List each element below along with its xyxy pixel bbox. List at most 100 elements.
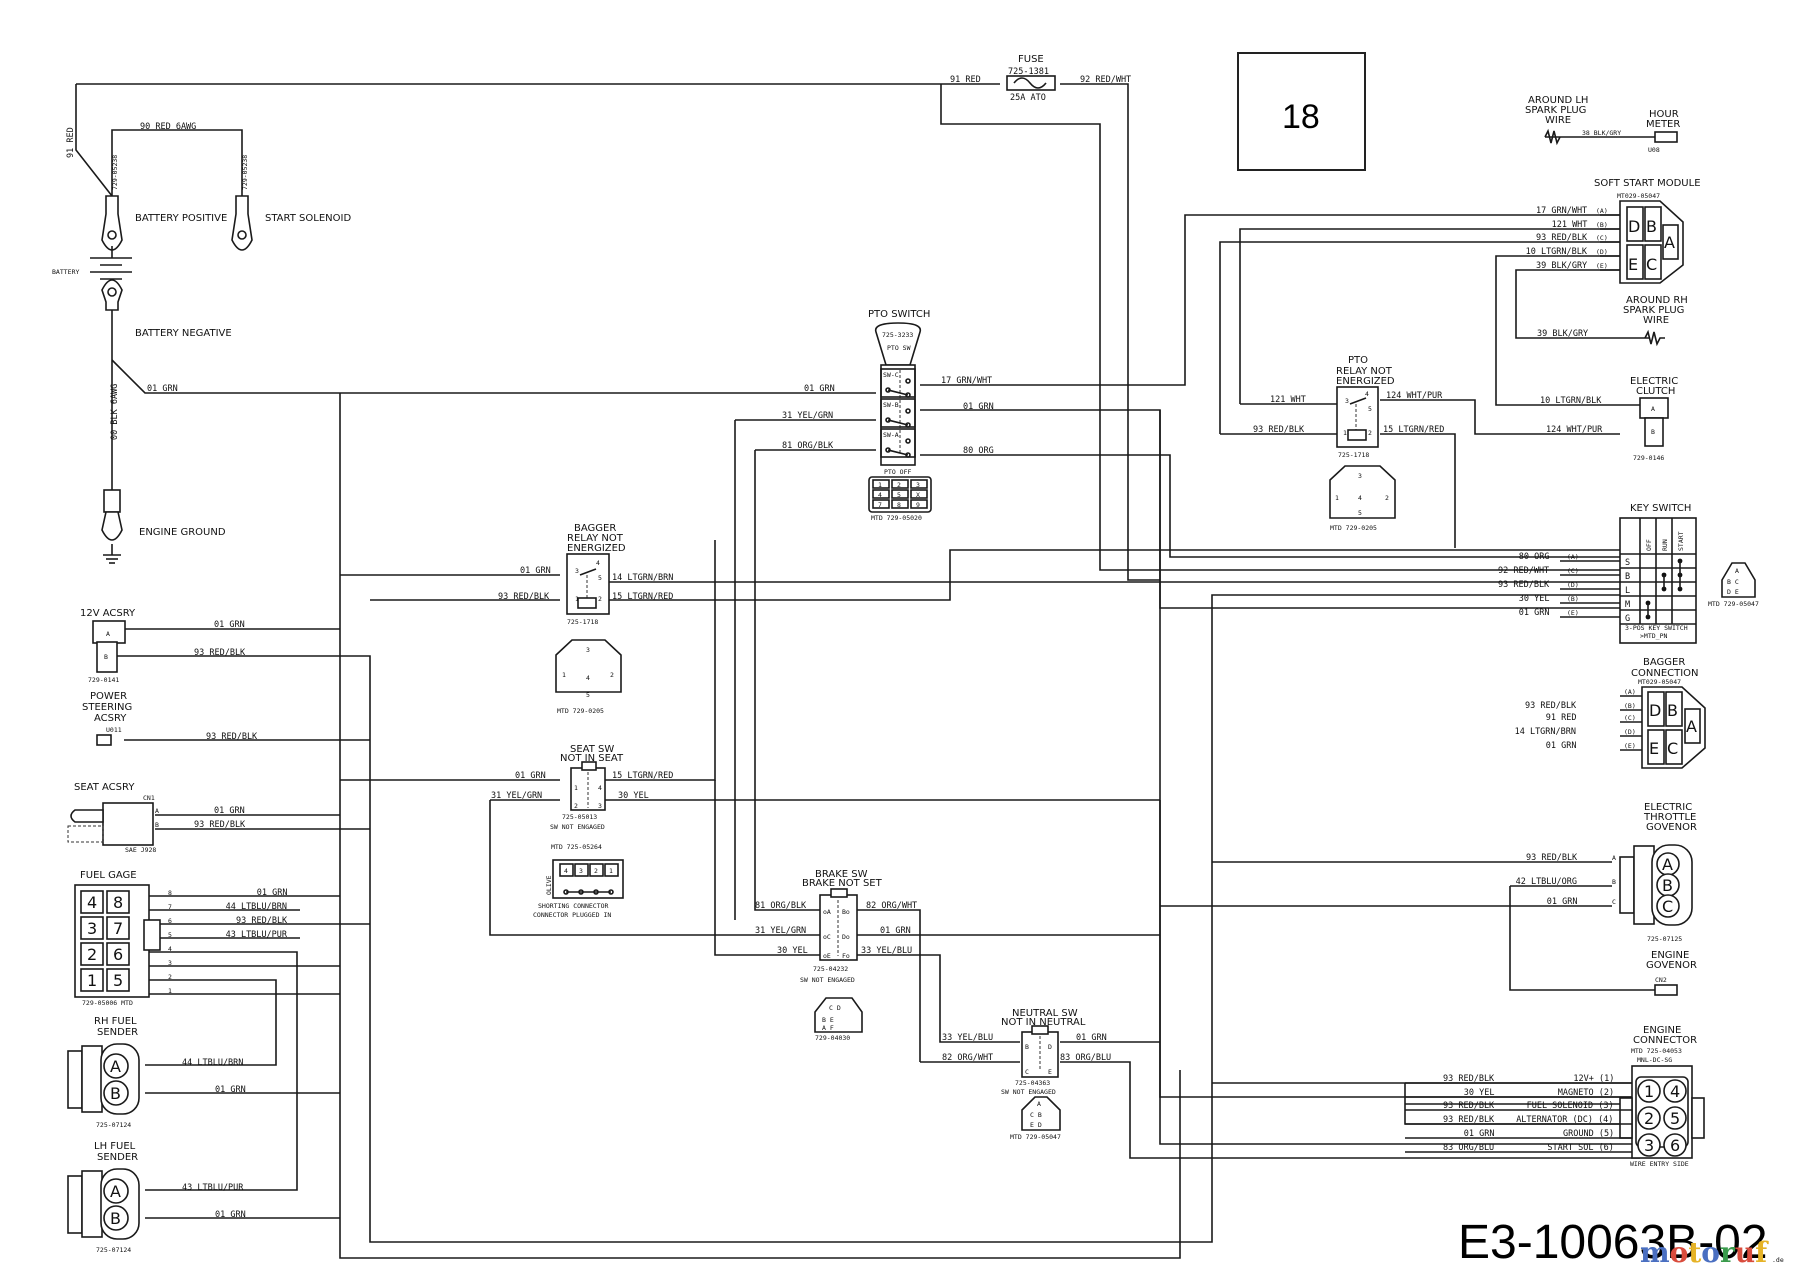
fuel-gage-pin-number: 1 <box>168 987 172 995</box>
svg-text:3: 3 <box>598 802 602 810</box>
wire-label: 90 RED 6AWG <box>140 122 196 132</box>
svg-text:A: A <box>1735 567 1739 575</box>
svg-text:2: 2 <box>574 802 578 810</box>
svg-text:A: A <box>1662 855 1673 874</box>
wire-label: 14 LTGRN/BRN <box>612 573 673 583</box>
drawing-id: E3-10063B-02 <box>1458 1216 1768 1269</box>
wire-label: 44 LTBLU/BRN <box>182 1058 243 1068</box>
seat-acsry-group: SEAT ACSRY CN1 SAE J928 A B 01 GRN 93 RE… <box>67 782 246 854</box>
wire-121-wht <box>1239 228 1620 404</box>
wire-label: 93 RED/BLK <box>1536 233 1588 243</box>
engine-pin-label: 1 <box>1644 1082 1654 1101</box>
wire-label: 43 LTBLU/PUR <box>182 1183 244 1193</box>
wire-label: 01 GRN <box>215 1210 246 1220</box>
shorting-label: SHORTING CONNECTOR <box>538 902 609 910</box>
engine-pin-function: START SOL (6) <box>1547 1143 1614 1153</box>
svg-text:A F: A F <box>822 1024 834 1032</box>
fuel-gage-pin-label: 7 <box>113 919 123 938</box>
svg-text:4: 4 <box>596 559 600 567</box>
wire-label: 15 LTGRN/RED <box>1383 425 1444 435</box>
svg-text:2: 2 <box>1368 429 1372 437</box>
clutch-label: CLUTCH <box>1636 386 1675 397</box>
shorting-label: CONNECTOR PLUGGED IN <box>533 911 611 919</box>
wire-01-grn-battery-neg <box>111 359 340 394</box>
fuse-part: 725-1381 <box>1008 67 1049 77</box>
wire-15-ltgrn-red <box>600 549 1640 601</box>
wire-label: 92 RED/WHT <box>1080 75 1131 85</box>
svg-text:B: B <box>1646 217 1657 236</box>
shorting-pin-label: 3 <box>579 867 583 875</box>
bagger-label: CONNECTION <box>1631 668 1699 679</box>
seat-connector-icon <box>102 802 154 846</box>
fuse-group: FUSE 725-1381 25A ATO 91 RED 92 RED/WHT <box>950 54 1131 103</box>
engine-ground-terminal-icon <box>101 511 123 541</box>
part-number: 725-1718 <box>1338 451 1369 459</box>
sender-label: RH FUEL <box>94 1016 137 1027</box>
key-column-off: OFF <box>1645 539 1653 551</box>
wire-label: 30 YEL <box>777 946 808 956</box>
wire-label: 93 RED/BLK <box>236 916 288 926</box>
engine-conn-footer: WIRE ENTRY SIDE <box>1630 1160 1689 1168</box>
wire-label: 00 BLK 6AWG <box>110 384 120 440</box>
engine-pin-function: 12V+ (1) <box>1573 1074 1614 1084</box>
pto-conn-pin-label: 7 <box>878 501 882 509</box>
resistor-icon <box>1544 128 1561 146</box>
svg-text:3: 3 <box>1345 397 1349 405</box>
wire-90-red-6awg <box>111 129 243 196</box>
wire-label: 31 YEL/GRN <box>782 411 833 421</box>
wire-label: 30 YEL <box>618 791 649 801</box>
brake-connector-icon <box>814 997 863 1033</box>
pin-label: A <box>155 807 159 815</box>
wire-label: 93 RED/BLK <box>1525 701 1577 711</box>
wire-33-yel-blu <box>857 954 1020 1043</box>
fuel-gage-pin-number: 4 <box>168 945 172 953</box>
part-number: MTD 725-05264 <box>551 843 602 851</box>
pto-deck-label: SW-A <box>883 431 899 439</box>
fuse-label: FUSE <box>1018 54 1044 65</box>
pto-conn-pin <box>891 499 909 509</box>
shorting-pin <box>589 863 604 877</box>
wire-label: 10 LTGRN/BLK <box>1540 396 1602 406</box>
wire-43-ltblu-pur <box>145 951 298 1191</box>
engine-conn-label: CONNECTOR <box>1633 1035 1697 1046</box>
engine-pin-function: MAGNETO (2) <box>1558 1088 1614 1098</box>
shorting-pin <box>574 863 589 877</box>
pto-conn-pin-label: X <box>916 491 920 499</box>
svg-text:C: C <box>1662 897 1673 916</box>
wire-92-red-wht <box>1060 83 1160 581</box>
svg-text:D: D <box>1649 701 1661 720</box>
engine-pin-label: 5 <box>1670 1109 1680 1128</box>
svg-text:A: A <box>1037 1100 1041 1108</box>
switch-state: SW NOT ENGAGED <box>1001 1088 1056 1096</box>
key-terminal: M <box>1625 600 1630 610</box>
engine-gov-connector-icon <box>1654 984 1678 996</box>
conn-label: U011 <box>106 726 122 734</box>
rh-fuel-sender-group: RH FUEL SENDER A B 725-07124 44 LTBLU/BR… <box>67 1016 246 1129</box>
svg-text:5: 5 <box>598 574 602 582</box>
wire-01-grn-engine <box>1159 410 1640 1145</box>
engine-pin <box>1663 1133 1687 1157</box>
pto-conn-pin-label: 9 <box>916 501 920 509</box>
key-switch-table <box>1619 517 1697 644</box>
wires <box>75 83 1655 1259</box>
ps-label: ACSRY <box>94 713 127 724</box>
svg-text:D: D <box>1048 1043 1052 1051</box>
fuel-gage-pin <box>106 916 130 940</box>
part-number: MTD 729-05047 <box>1708 600 1759 608</box>
wire-124-wht-pur <box>1380 399 1620 435</box>
key-column-start: START <box>1677 531 1685 551</box>
pto-conn-pin <box>910 489 928 499</box>
part-number: 729-0146 <box>1633 454 1664 462</box>
wire-label: 91 RED <box>66 127 76 158</box>
wire-label: 01 GRN <box>520 566 551 576</box>
wire-01-grn-key <box>920 409 1640 609</box>
wire-label: 93 RED/BLK <box>1498 580 1550 590</box>
fuel-gage-pin-label: 6 <box>113 945 123 964</box>
svg-text:3: 3 <box>586 646 590 654</box>
wire-39-blk-gry <box>1515 269 1650 339</box>
svg-text:E: E <box>1628 255 1638 274</box>
wire-label: 93 RED/BLK <box>1253 425 1305 435</box>
svg-text:1: 1 <box>575 595 579 603</box>
